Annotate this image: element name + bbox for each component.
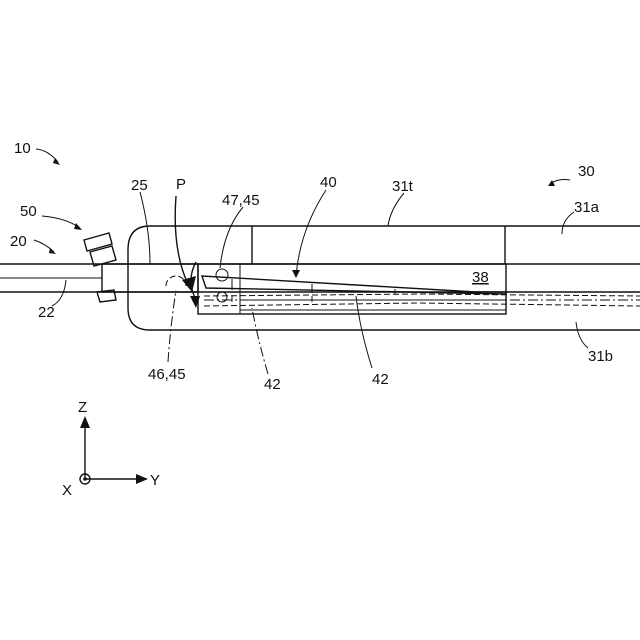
axis-label-z: Z <box>78 399 87 416</box>
label-cable: 22 <box>38 304 55 321</box>
label-housing: 30 <box>578 163 595 180</box>
label-connector: 25 <box>131 177 148 194</box>
label-pivot-lower: 46,45 <box>148 366 186 383</box>
coordinate-axes <box>80 416 148 484</box>
label-body-part: 20 <box>10 233 27 250</box>
label-assembly: 10 <box>14 140 31 157</box>
label-arm-left: 42 <box>264 376 281 393</box>
push-arrow <box>175 196 196 292</box>
axis-label-y: Y <box>150 472 160 489</box>
label-top-wall: 31t <box>392 178 414 195</box>
connector-block <box>102 264 198 292</box>
axis-label-x: X <box>62 482 72 499</box>
label-pivot-upper: 47,45 <box>222 192 260 209</box>
label-arm-right: 42 <box>372 371 389 388</box>
label-lower-part: 31b <box>588 348 613 365</box>
label-lever: 40 <box>320 174 337 191</box>
label-upper-part: 31a <box>574 199 600 216</box>
body-rails <box>0 264 640 292</box>
label-space: 38 <box>472 269 489 286</box>
label-push: P <box>176 176 186 193</box>
label-lock: 50 <box>20 203 37 220</box>
